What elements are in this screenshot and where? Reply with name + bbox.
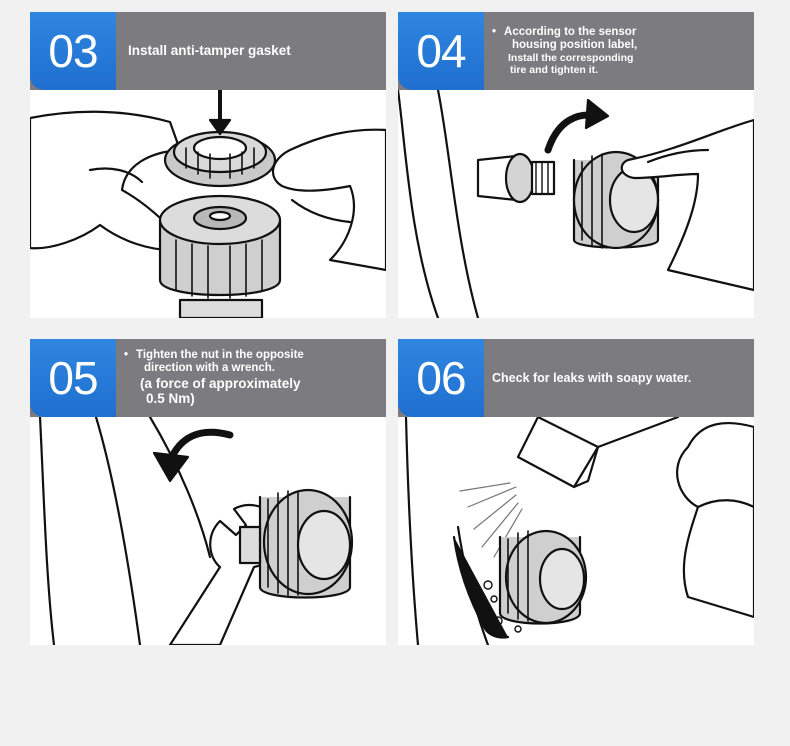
leak-check-illustration xyxy=(398,417,754,645)
instruction-line: direction with a wrench. xyxy=(144,362,275,375)
step-panel-05: 05 Tighten the nut in the opposite direc… xyxy=(30,339,386,645)
step-number-badge: 03 xyxy=(30,12,116,90)
step-instruction: Tighten the nut in the opposite directio… xyxy=(124,339,378,417)
step-number-badge: 06 xyxy=(398,339,484,417)
instruction-line: tire and tighten it. xyxy=(510,64,599,77)
instruction-line: Tighten the nut in the opposite xyxy=(124,349,378,362)
wrench-tighten-illustration xyxy=(30,417,386,645)
step-header: 05 Tighten the nut in the opposite direc… xyxy=(30,339,386,417)
step-header: 03 Install anti-tamper gasket xyxy=(30,12,386,90)
instruction-line: Check for leaks with soapy water. xyxy=(492,370,692,385)
step-panel-03: 03 Install anti-tamper gasket xyxy=(30,12,386,318)
instruction-line: According to the sensor xyxy=(492,26,746,39)
step-number-badge: 04 xyxy=(398,12,484,90)
instruction-line: 0.5 Nm) xyxy=(146,391,195,407)
step-number-badge: 05 xyxy=(30,339,116,417)
step-instruction: Check for leaks with soapy water. xyxy=(492,339,746,417)
step-instruction: Install anti-tamper gasket xyxy=(128,12,378,90)
instruction-line: Install anti-tamper gasket xyxy=(128,43,291,59)
sensor-install-illustration xyxy=(398,90,754,318)
step-panel-06: 06 Check for leaks with soapy water. xyxy=(398,339,754,645)
instruction-line: housing position label, xyxy=(512,38,638,51)
step-panel-04: 04 According to the sensor housing posit… xyxy=(398,12,754,318)
step-header: 04 According to the sensor housing posit… xyxy=(398,12,754,90)
gasket-install-illustration xyxy=(30,90,386,318)
step-header: 06 Check for leaks with soapy water. xyxy=(398,339,754,417)
step-instruction: According to the sensor housing position… xyxy=(492,12,746,90)
instruction-line: Install the corresponding xyxy=(508,52,634,65)
instruction-line: (a force of approximately xyxy=(140,375,301,391)
